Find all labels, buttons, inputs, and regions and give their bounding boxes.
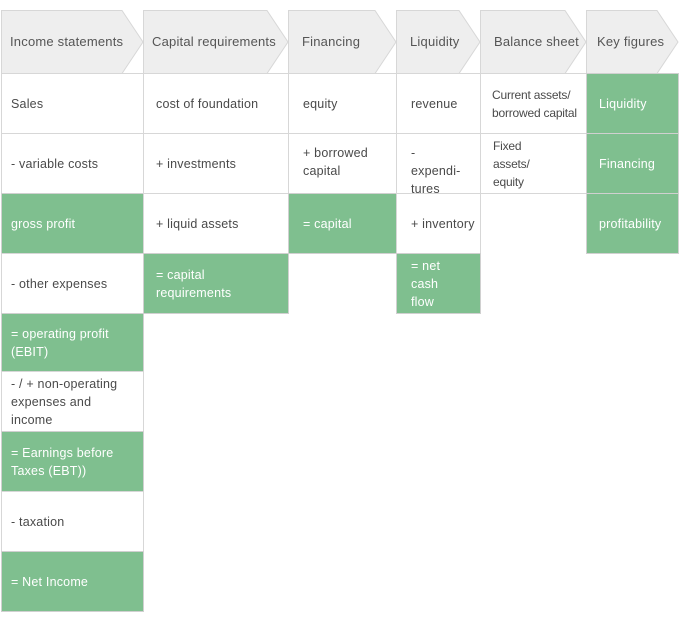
- column-header-label: Financing: [302, 34, 361, 49]
- cell-net-income: = Net Income: [1, 551, 144, 612]
- cell-expenditures: - expendi-tures: [396, 133, 481, 196]
- cell-key-financing: Financing: [586, 133, 679, 194]
- arrow-header-shape: [1, 10, 144, 74]
- cell-inventory: + inventory: [396, 193, 481, 254]
- cell-capital-total: = capital: [288, 193, 397, 254]
- arrow-header-shape: [143, 10, 289, 74]
- cell-investments: + investments: [143, 133, 289, 194]
- column-header-label: Liquidity: [410, 34, 460, 49]
- column-header-liquidity: Liquidity: [396, 10, 481, 74]
- cell-variable-costs: - variable costs: [1, 133, 144, 194]
- cell-taxation: - taxation: [1, 491, 144, 552]
- column-header-label: Balance sheet: [494, 34, 579, 49]
- column-header-label: Key figures: [597, 34, 665, 49]
- cell-borrowed-capital: + borrowed capital: [288, 133, 397, 194]
- arrow-header-shape: [586, 10, 679, 74]
- cell-other-expenses: - other expenses: [1, 253, 144, 314]
- cell-sales: Sales: [1, 73, 144, 134]
- cell-current-assets: Current assets/ borrowed capital: [480, 73, 587, 134]
- cell-key-liquidity: Liquidity: [586, 73, 679, 134]
- cell-liquid-assets: + liquid assets: [143, 193, 289, 254]
- column-header-label: Capital requirements: [152, 34, 276, 49]
- column-header-income-statements: Income statements: [1, 10, 144, 74]
- cell-capital-requirements-total: = capital requirements: [143, 253, 289, 314]
- cell-cost-of-foundation: cost of foundation: [143, 73, 289, 134]
- cell-revenue: revenue: [396, 73, 481, 134]
- column-header-label: Income statements: [10, 34, 124, 49]
- cell-key-profitability: profitability: [586, 193, 679, 254]
- column-header-balance-sheet: Balance sheet: [480, 10, 587, 74]
- cell-net-cash-flow: = net cash flow: [396, 253, 481, 314]
- cell-operating-profit: = operating profit (EBIT): [1, 313, 144, 372]
- column-header-capital-requirements: Capital requirements: [143, 10, 289, 74]
- cell-ebt: = Earnings before Taxes (EBT)): [1, 431, 144, 492]
- cell-equity: equity: [288, 73, 397, 134]
- column-header-key-figures: Key figures: [586, 10, 679, 74]
- arrow-header-shape: [396, 10, 481, 74]
- arrow-header-shape: [288, 10, 397, 74]
- arrow-header-shape: [480, 10, 587, 74]
- cell-fixed-assets: Fixed assets/ equity: [480, 133, 587, 194]
- column-header-financing: Financing: [288, 10, 397, 74]
- cell-non-operating: - / + non-operating expenses and income: [1, 371, 144, 432]
- cell-gross-profit: gross profit: [1, 193, 144, 254]
